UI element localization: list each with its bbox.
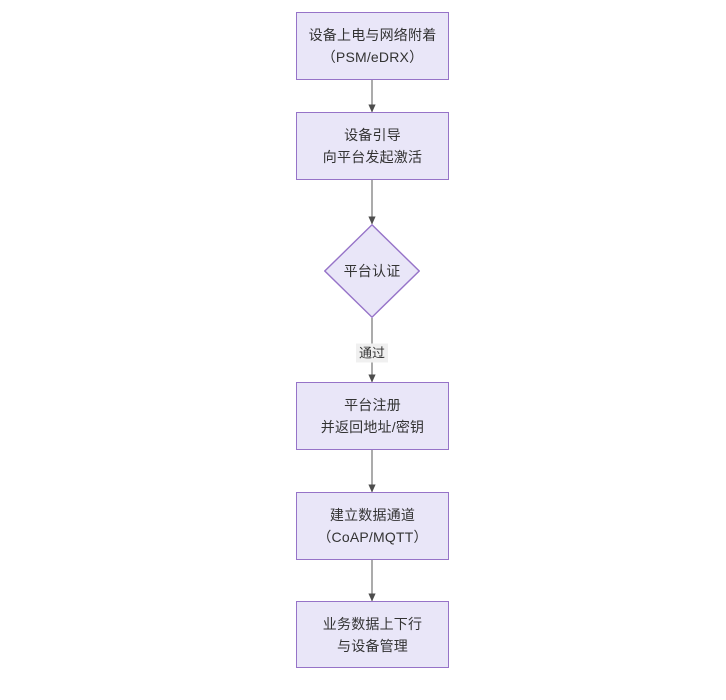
node-text-line: 设备引导 xyxy=(344,127,401,143)
node-label-n5: 建立数据通道 （CoAP/MQTT） xyxy=(317,504,427,548)
diamond-shape xyxy=(324,224,420,318)
node-n3[interactable]: 平台认证 xyxy=(324,224,420,318)
node-n4[interactable]: 平台注册并返回地址/密钥 xyxy=(296,382,449,450)
node-label-n6: 业务数据上下行与设备管理 xyxy=(323,613,422,657)
node-n5[interactable]: 建立数据通道 （CoAP/MQTT） xyxy=(296,492,449,560)
node-text-line: 建立数据通道 xyxy=(329,507,416,523)
node-n2[interactable]: 设备引导向平台发起激活 xyxy=(296,112,449,180)
node-text-line: 向平台发起激活 xyxy=(322,149,423,165)
node-label-n4: 平台注册并返回地址/密钥 xyxy=(321,394,425,438)
node-label-n2: 设备引导向平台发起激活 xyxy=(323,124,422,168)
node-text-line: 平台注册 xyxy=(344,397,401,413)
node-text-line: （PSM/eDRX） xyxy=(321,49,424,65)
node-text-line: 与设备管理 xyxy=(337,637,408,654)
node-label-n3: 平台认证 xyxy=(344,260,401,282)
node-text-line: 业务数据上下行 xyxy=(322,615,423,632)
node-n6[interactable]: 业务数据上下行与设备管理 xyxy=(296,601,449,668)
node-text-line: 设备上电与网络附着 xyxy=(308,27,437,43)
node-text-line: （CoAP/MQTT） xyxy=(317,529,428,545)
node-n1[interactable]: 设备上电与网络附着 （PSM/eDRX） xyxy=(296,12,449,80)
node-text-line: 平台认证 xyxy=(343,263,401,279)
node-text-line: 并返回地址/密钥 xyxy=(320,419,425,435)
node-label-n1: 设备上电与网络附着 （PSM/eDRX） xyxy=(309,24,437,68)
edge-label-e3: 通过 xyxy=(355,343,389,363)
